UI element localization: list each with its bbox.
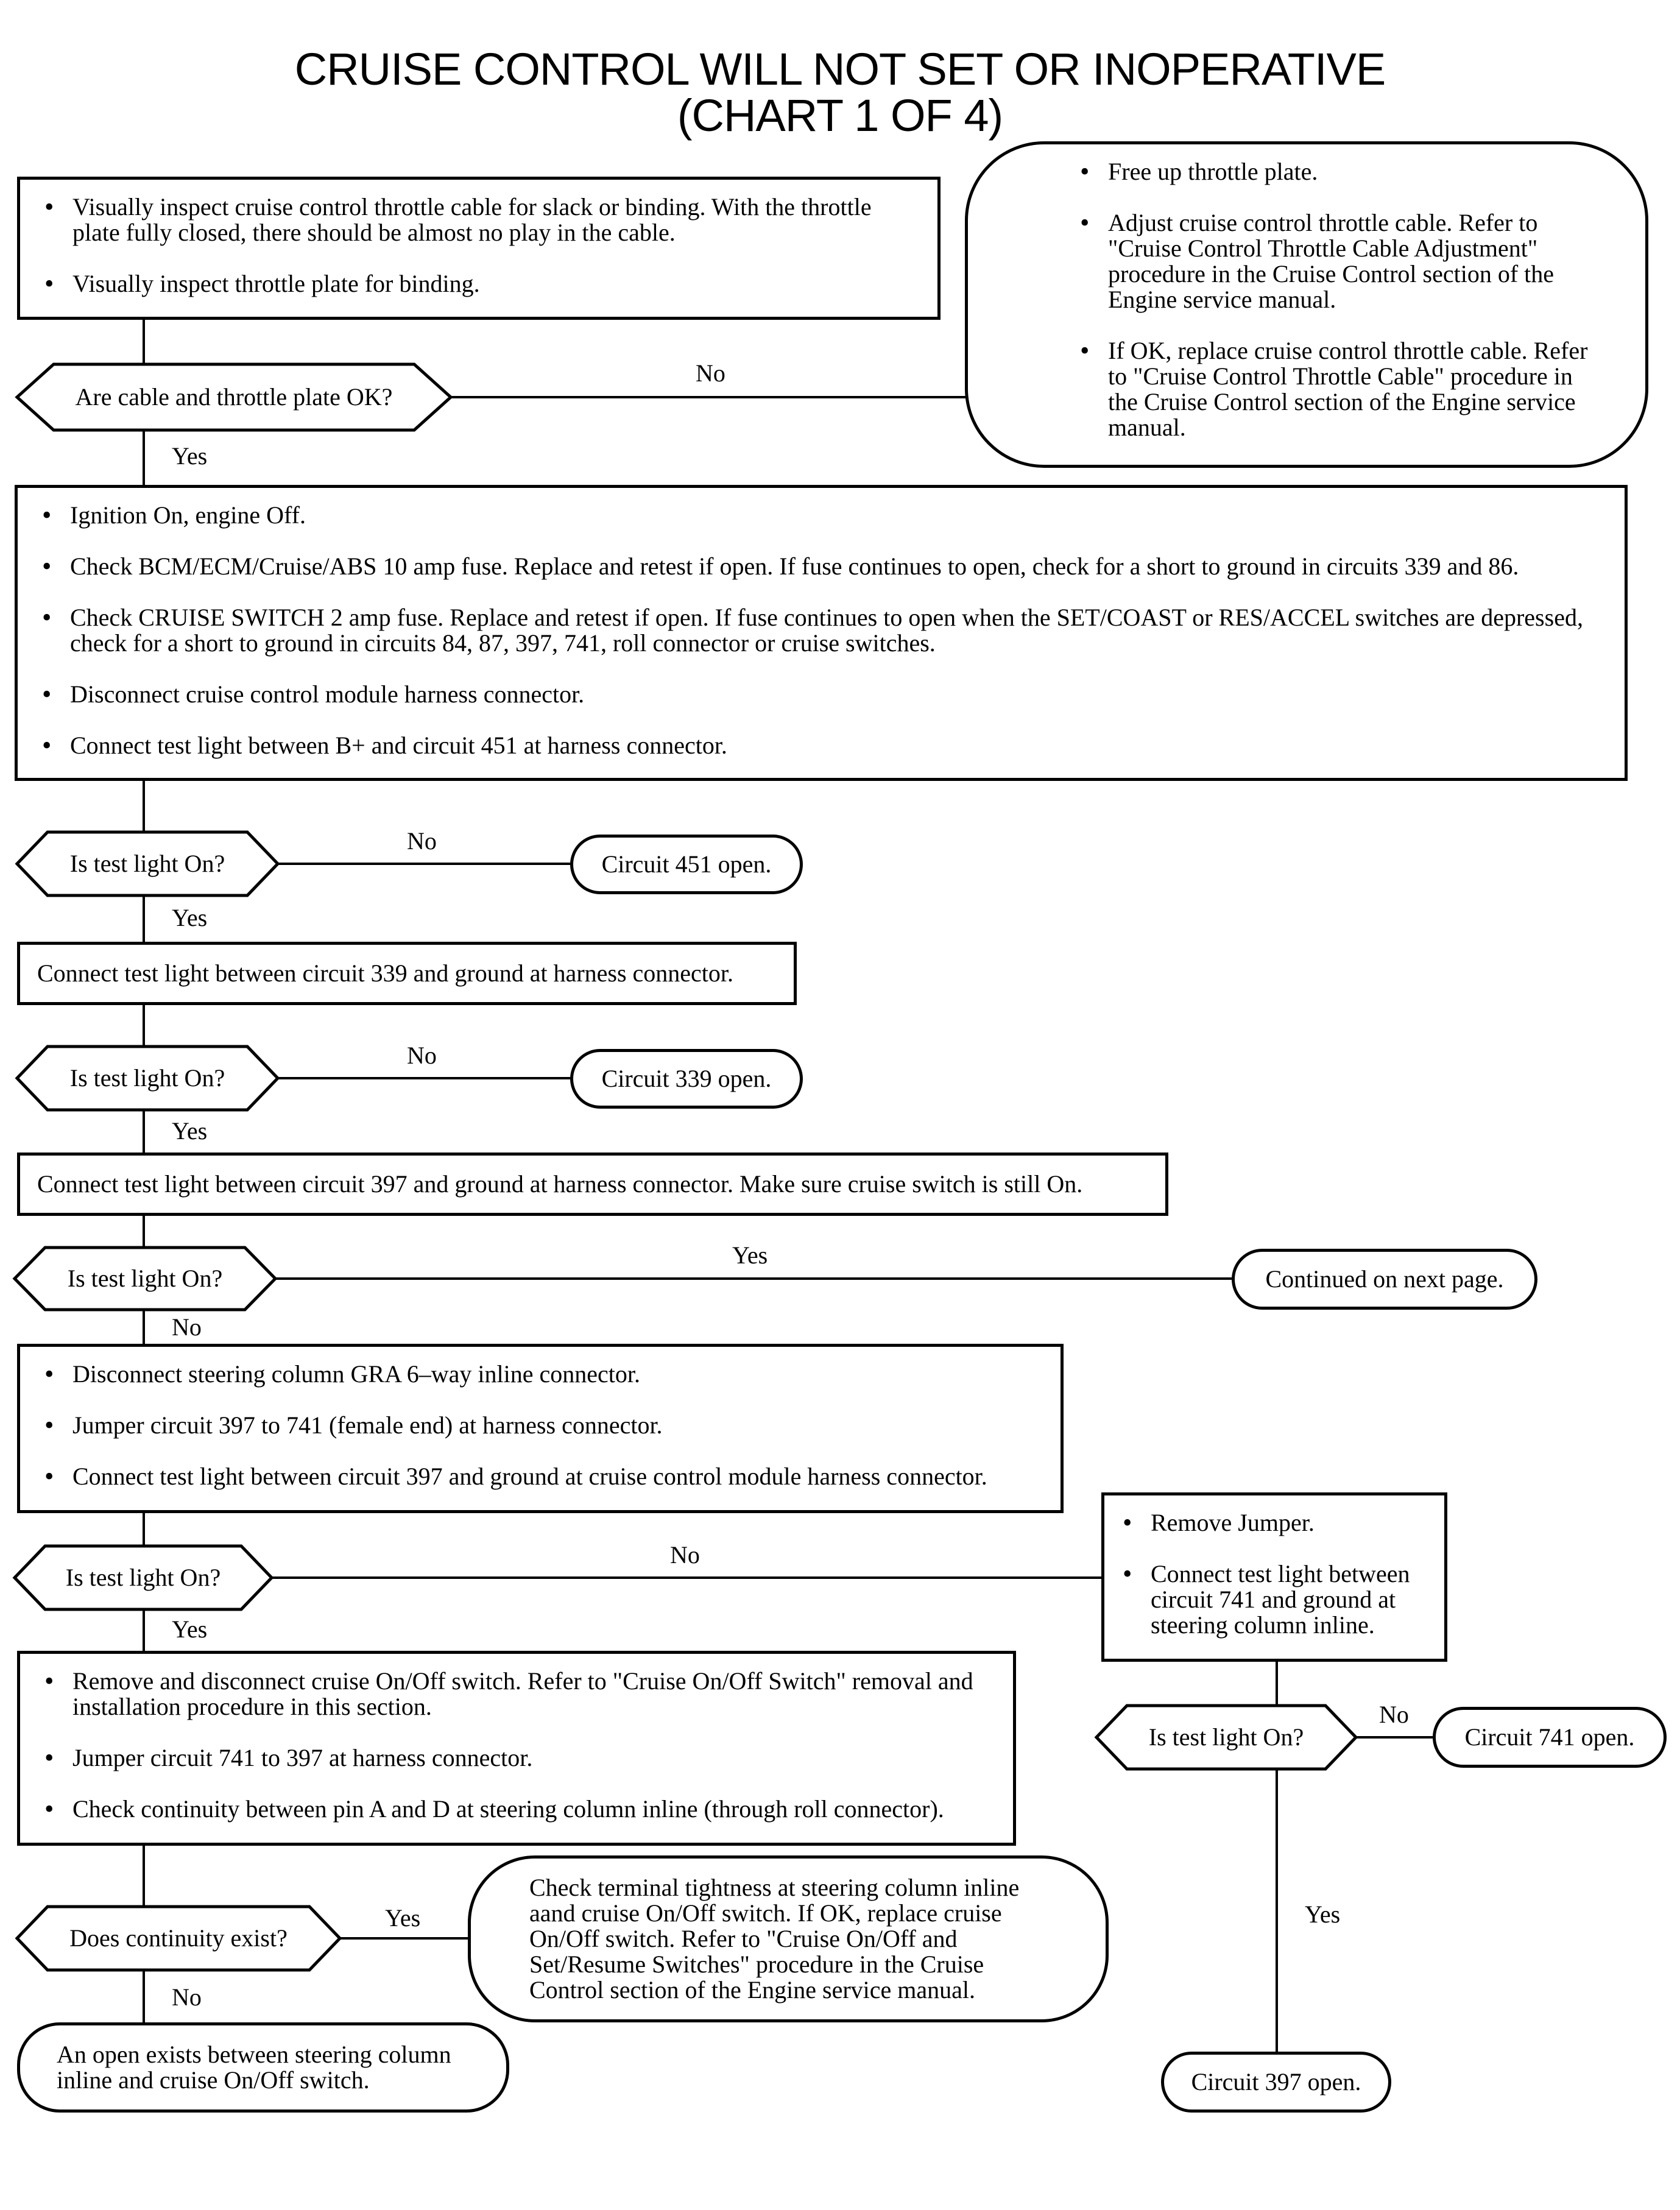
switch-checks-box: Remove and disconnect cruise On/Off swit… [17, 1651, 1016, 1846]
decision-light5-diamond [1094, 1704, 1358, 1771]
decision-continuity: Does continuity exist? [69, 1924, 288, 1952]
remove-jumper-box: Remove Jumper. Connect test light betwee… [1101, 1492, 1447, 1662]
inspect-cable-box: Visually inspect cruise control throttle… [17, 177, 941, 320]
edge-label-light2-yes: Yes [172, 1117, 208, 1145]
decision-continuity-diamond [15, 1905, 342, 1972]
edge-label-light5-yes: Yes [1305, 1901, 1341, 1928]
gra-step: Jumper circuit 397 to 741 (female end) a… [36, 1413, 1045, 1439]
edge-label-light3-no: No [172, 1313, 202, 1341]
edge-label-light2-no: No [407, 1042, 437, 1069]
chart-title-line-2: (CHART 1 OF 4) [677, 90, 1003, 141]
decision-light-4: Is test light On? [65, 1564, 221, 1591]
terminal-tightness-bubble: Check terminal tightness at steering col… [468, 1855, 1109, 2022]
circuit-741-open-terminal: Circuit 741 open. [1433, 1707, 1667, 1768]
edge-label-light1-yes: Yes [172, 904, 208, 931]
inspect-step: Visually inspect cruise control throttle… [36, 194, 922, 245]
edge-label-continuity-yes: Yes [385, 1904, 421, 1932]
decision-light-3: Is test light On? [67, 1265, 223, 1292]
throttle-fix-step: Adjust cruise control throttle cable. Re… [1071, 210, 1590, 312]
ignition-checks-box: Ignition On, engine Off. Check BCM/ECM/C… [15, 485, 1628, 781]
test-397-box: Connect test light between circuit 397 a… [17, 1153, 1168, 1216]
edge-label-light5-no: No [1379, 1701, 1409, 1728]
throttle-fix-step: Free up throttle plate. [1071, 159, 1590, 185]
remove-jumper-step: Remove Jumper. [1114, 1510, 1432, 1536]
edge-label-light1-no: No [407, 827, 437, 855]
decision-cable-diamond [15, 362, 453, 432]
circuit-397-open-terminal: Circuit 397 open. [1161, 2052, 1391, 2113]
decision-cable-ok: Are cable and throttle plate OK? [75, 383, 393, 411]
decision-light2-diamond [15, 1045, 280, 1112]
chart-title-line-1: CRUISE CONTROL WILL NOT SET OR INOPERATI… [294, 44, 1386, 94]
edge-label-light4-yes: Yes [172, 1615, 208, 1643]
decision-light3-diamond [12, 1246, 278, 1312]
decision-light1-diamond [15, 830, 280, 897]
throttle-fix-step: If OK, replace cruise control throttle c… [1071, 338, 1590, 440]
ignition-check-step: Disconnect cruise control module harness… [34, 682, 1609, 708]
continued-next-page-terminal: Continued on next page. [1232, 1249, 1537, 1310]
circuit-339-open-terminal: Circuit 339 open. [570, 1049, 803, 1109]
ignition-check-step: Ignition On, engine Off. [34, 503, 1609, 529]
edge-label-cable-no: No [696, 359, 725, 387]
decision-light-1: Is test light On? [69, 850, 225, 877]
switch-check-step: Remove and disconnect cruise On/Off swit… [36, 1668, 997, 1720]
switch-check-step: Check continuity between pin A and D at … [36, 1796, 997, 1823]
gra-step: Connect test light between circuit 397 a… [36, 1464, 1045, 1490]
decision-light-5: Is test light On? [1148, 1723, 1304, 1751]
ignition-check-step: Check CRUISE SWITCH 2 amp fuse. Replace … [34, 605, 1609, 656]
inspect-step: Visually inspect throttle plate for bind… [36, 271, 922, 297]
decision-light4-diamond [12, 1544, 274, 1611]
throttle-fix-bubble: Free up throttle plate. Adjust cruise co… [965, 141, 1648, 468]
circuit-451-open-terminal: Circuit 451 open. [570, 835, 803, 894]
ignition-check-step: Connect test light between B+ and circui… [34, 733, 1609, 759]
edge-label-continuity-no: No [172, 1983, 202, 2011]
switch-check-step: Jumper circuit 741 to 397 at harness con… [36, 1745, 997, 1771]
edge-label-cable-yes: Yes [172, 442, 208, 470]
gra-step: Disconnect steering column GRA 6–way inl… [36, 1361, 1045, 1388]
test-339-box: Connect test light between circuit 339 a… [17, 942, 797, 1005]
edge-label-light4-no: No [670, 1541, 700, 1569]
ignition-check-step: Check BCM/ECM/Cruise/ABS 10 amp fuse. Re… [34, 554, 1609, 580]
remove-jumper-step: Connect test light between circuit 741 a… [1114, 1561, 1432, 1638]
open-between-terminal: An open exists between steering column i… [17, 2022, 509, 2113]
edge-label-light3-yes: Yes [732, 1241, 768, 1269]
gra-connector-box: Disconnect steering column GRA 6–way inl… [17, 1344, 1064, 1513]
decision-light-2: Is test light On? [69, 1064, 225, 1092]
